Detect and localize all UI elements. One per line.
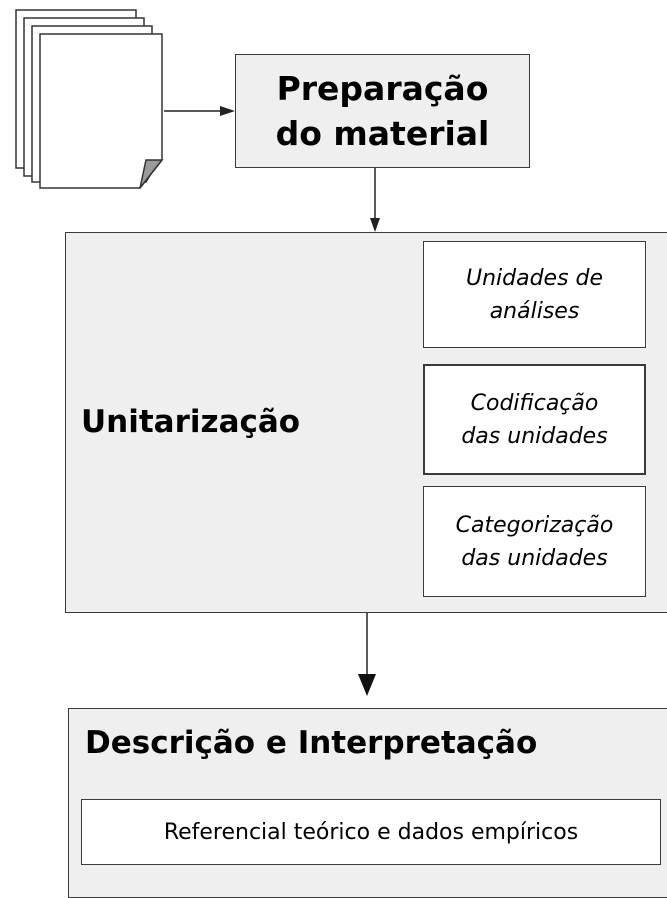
unit-coding-line-1: Codificação (470, 390, 599, 416)
arrowhead-unitization-to-description (358, 674, 376, 696)
preparation-box: Preparação do material (235, 54, 530, 168)
arrowhead-preparation-to-unitization (370, 218, 380, 232)
unit-categorization-box: Categorização das unidades (423, 486, 646, 597)
analysis-units-line-1: Unidades de (465, 265, 604, 291)
theoretical-reference-label: Referencial teórico e dados empíricos (163, 819, 579, 845)
preparation-line-2: do material (275, 114, 490, 153)
unit-coding-line-2: das unidades (461, 423, 608, 449)
unitization-title: Unitarização (81, 404, 301, 440)
preparation-line-1: Preparação (276, 69, 489, 108)
connector-arrows (164, 106, 380, 696)
document-stack-icon (15, 9, 164, 189)
unit-coding-box: Codificação das unidades (423, 364, 646, 475)
analysis-units-box: Unidades de análises (423, 241, 646, 348)
unit-categorization-line-2: das unidades (461, 545, 608, 571)
description-title: Descrição e Interpretação (85, 725, 538, 761)
analysis-units-line-2: análises (489, 298, 580, 324)
unit-categorization-line-1: Categorização (455, 512, 614, 538)
arrowhead-docs-to-preparation (220, 106, 235, 116)
theoretical-reference-box: Referencial teórico e dados empíricos (81, 799, 661, 865)
